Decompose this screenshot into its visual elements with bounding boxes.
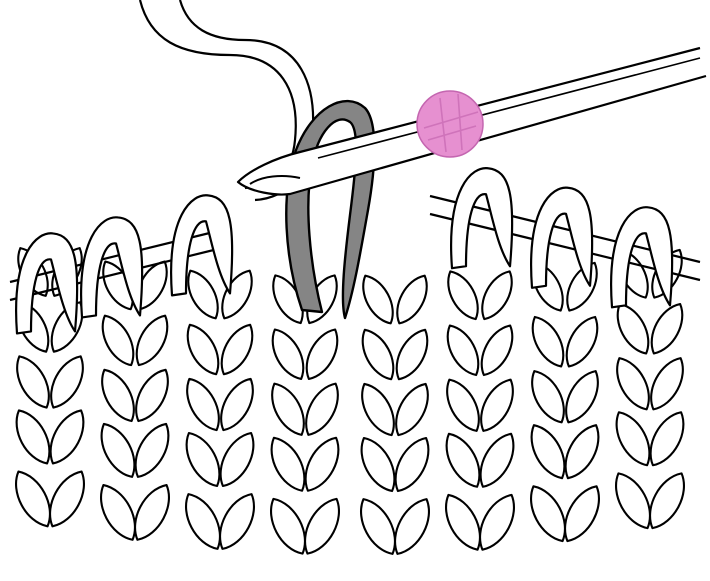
yarn-strand (140, 0, 296, 188)
stitch-leg (94, 364, 143, 427)
stitch-leg (355, 270, 400, 328)
stitch-leg (473, 374, 522, 437)
stitch-leg (525, 312, 572, 372)
stitch-leg (264, 378, 313, 441)
stitch-leg (389, 324, 436, 384)
stitch-marker-bead (417, 91, 483, 157)
hook-shaft-highlight (318, 58, 700, 158)
stitch-leg (43, 351, 92, 414)
stitch-leg (354, 378, 403, 441)
stitch-leg (180, 319, 227, 379)
stitch-leg (179, 373, 228, 436)
stitch-leg (9, 351, 58, 414)
stitch-leg (299, 324, 346, 384)
stitch-leg (524, 365, 573, 428)
stitch-leg (128, 364, 177, 427)
needle-loop (531, 188, 592, 288)
stitch-leg (214, 319, 261, 379)
stitch-leg (559, 312, 606, 372)
stitch-leg (440, 266, 485, 324)
stitch-leg (388, 378, 437, 441)
bead-body (417, 91, 483, 157)
stitch-leg (355, 324, 402, 384)
stitch-leg (474, 266, 519, 324)
stitch-leg (439, 374, 488, 437)
stitch-leg (643, 352, 692, 415)
stitch-leg (644, 299, 691, 359)
stitch-leg (558, 365, 607, 428)
stitch-leg (609, 352, 658, 415)
stitch-leg (213, 373, 262, 436)
needle-loop (451, 168, 512, 268)
stitch-leg (389, 270, 434, 328)
stitch-leg (95, 310, 142, 370)
stitch-leg (129, 310, 176, 370)
stitch-leg (265, 324, 312, 384)
stitch-leg (440, 320, 487, 380)
stitch-leg (298, 378, 347, 441)
stitch-leg (474, 320, 521, 380)
